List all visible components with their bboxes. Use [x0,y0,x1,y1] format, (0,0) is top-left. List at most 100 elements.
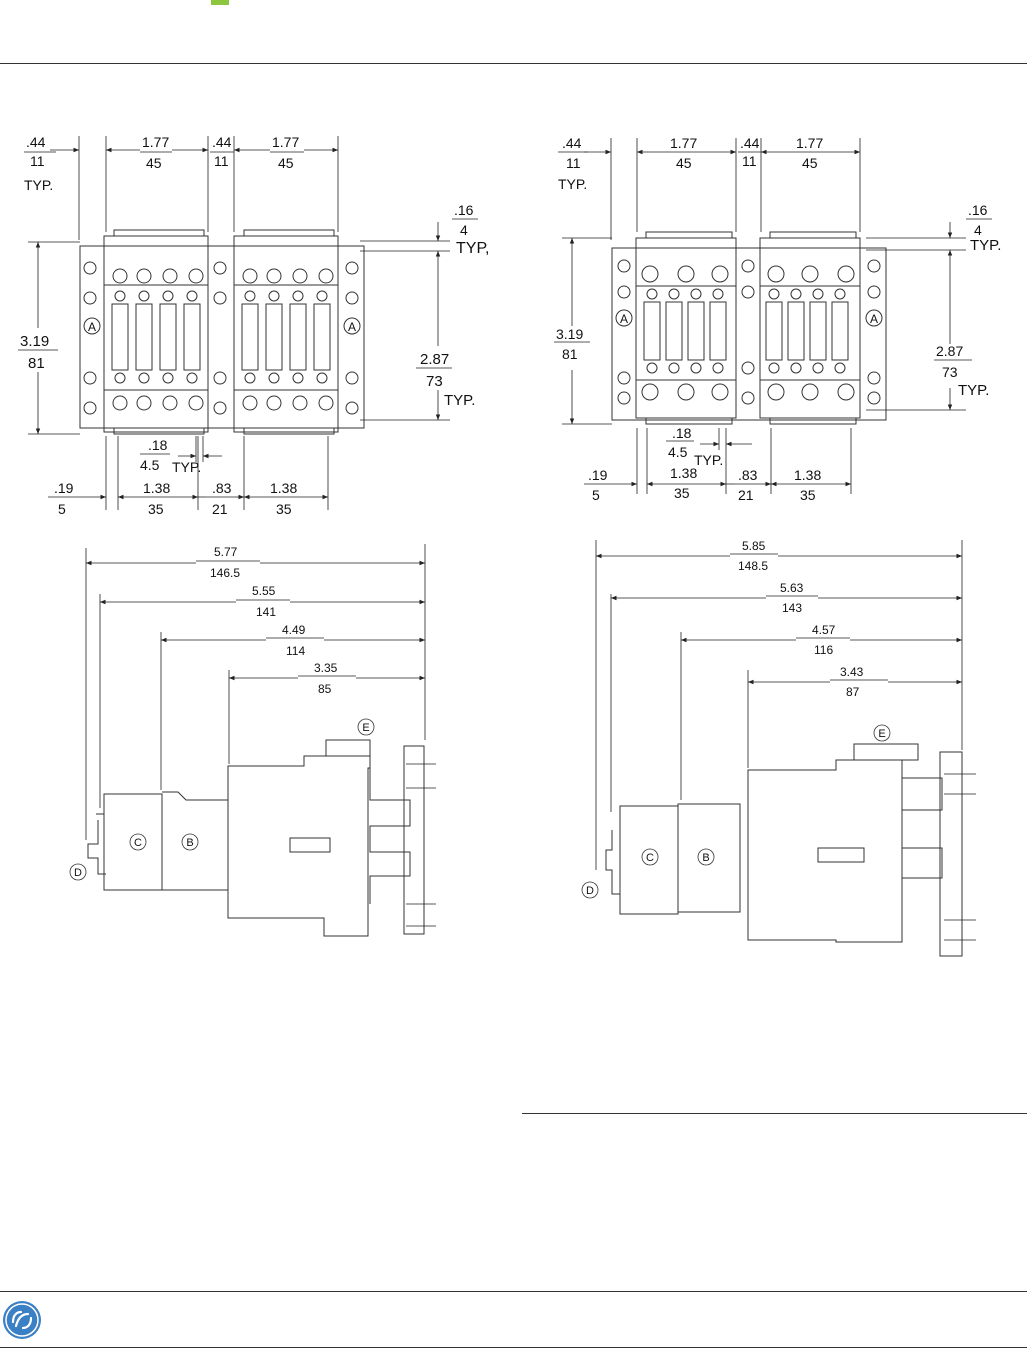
side-view-left [87,739,425,937]
typ-label: TYP. [558,176,587,192]
dim-value: 73 [426,373,443,390]
dim-value: 1.77 [796,135,823,151]
callout-e-label: E [878,728,885,740]
dim-value: 1.77 [142,134,169,150]
dim-value: 35 [674,485,690,501]
callout-d-label: D [74,867,82,879]
typ-label: TYP. [172,459,201,475]
dim-value: 45 [802,155,818,171]
dim-value: 3.19 [20,333,49,350]
dim-value: .19 [588,467,608,483]
side-view-left-labels: 5.77 146.5 5.55 141 4.49 114 3.35 85 [210,545,338,696]
callout-a-label: A [348,320,356,334]
ge-logo [3,1301,41,1339]
dim-value: 4 [974,222,982,238]
dim-value: 2.87 [936,343,963,359]
dim-value: 4.49 [282,623,306,637]
dim-value: 35 [276,501,292,517]
typ-label: TYP. [24,177,53,193]
dim-value: 81 [28,355,45,372]
side-view-right [605,743,963,957]
dim-value: 73 [942,364,958,380]
dim-value: 11 [566,155,581,171]
typ-label: TYP, [456,240,490,257]
dim-value: 1.77 [272,134,299,150]
front-view-right [611,231,887,425]
dim-value: 1.38 [143,480,170,496]
callout-a-label: A [88,320,96,334]
callout-b-label: B [702,852,709,864]
header-rule [0,63,1027,64]
dim-value: .18 [148,437,168,453]
dim-value: 5.85 [742,539,766,553]
dim-value: 21 [738,487,754,503]
side-view-right-callouts [581,724,891,899]
front-view-right-labels: .44 11 TYP. 1.77 45 .44 11 1.77 45 .16 4… [556,135,1001,503]
dim-value: 5.63 [780,581,804,595]
dim-value: 116 [814,643,833,657]
dim-value: 4.5 [668,444,688,460]
dim-value: 3.35 [314,661,338,675]
dim-value: 3.19 [556,326,583,342]
dim-value: 4.5 [140,457,160,473]
dim-value: .16 [968,202,988,218]
front-view-left-dims [18,136,478,510]
dim-value: 1.77 [670,135,697,151]
callout-d-label: D [586,885,594,897]
typ-label: TYP. [694,452,723,468]
dim-value: 5.77 [214,545,238,559]
callout-c-label: C [134,837,142,849]
callout-b-label: B [186,837,193,849]
side-view-right-labels: 5.85 148.5 5.63 143 4.57 116 3.43 87 [738,539,864,699]
section-rule [522,1113,1027,1114]
dim-value: 5.55 [252,584,276,598]
dim-value: 35 [148,501,164,517]
dim-value: 45 [278,155,294,171]
dim-value: .16 [454,202,474,218]
dim-value: .19 [54,480,74,496]
dim-value: 5 [58,501,66,517]
dim-value: 1.38 [794,467,821,483]
side-view-left-callouts [69,718,375,881]
footer-rule-top [0,1291,1027,1292]
dim-value: 5 [592,487,600,503]
accent-mark [211,0,229,5]
callout-a-label: A [870,312,878,326]
dim-value: 45 [146,155,162,171]
dim-value: 4.57 [812,623,836,637]
callout-c-label: C [646,852,654,864]
typ-label: TYP. [444,392,475,409]
dim-value: 35 [800,487,816,503]
dim-value: 4 [460,222,468,238]
dim-value: 21 [212,501,228,517]
side-view-left-callout-labels: E C B D [74,722,370,879]
side-view-left-dims [85,544,436,927]
dim-value: 1.38 [670,465,697,481]
dim-value: 11 [214,153,229,169]
dim-value: 146.5 [210,566,240,580]
dim-value: 114 [286,644,305,658]
dim-value: 1.38 [270,480,297,496]
front-view-right-dims [554,138,992,494]
dim-value: 2.87 [420,351,449,368]
dim-value: .83 [738,467,758,483]
dim-value: .18 [672,425,692,441]
dim-value: .44 [562,135,582,151]
side-view-right-dims [595,540,976,941]
callout-e-label: E [362,722,369,734]
dim-value: .44 [26,134,46,150]
dim-value: .44 [212,134,232,150]
dim-value: 81 [562,346,578,362]
dim-value: .44 [740,135,760,151]
dim-value: 87 [846,685,860,699]
side-view-right-callout-labels: E C B D [586,728,886,897]
callout-a-label: A [620,312,628,326]
dim-value: 45 [676,155,692,171]
typ-label: TYP. [958,382,989,399]
dim-value: 11 [742,153,757,169]
front-view-left [79,229,365,435]
typ-label: TYP. [970,237,1001,254]
dim-value: 11 [30,153,45,169]
dim-value: 148.5 [738,559,768,573]
